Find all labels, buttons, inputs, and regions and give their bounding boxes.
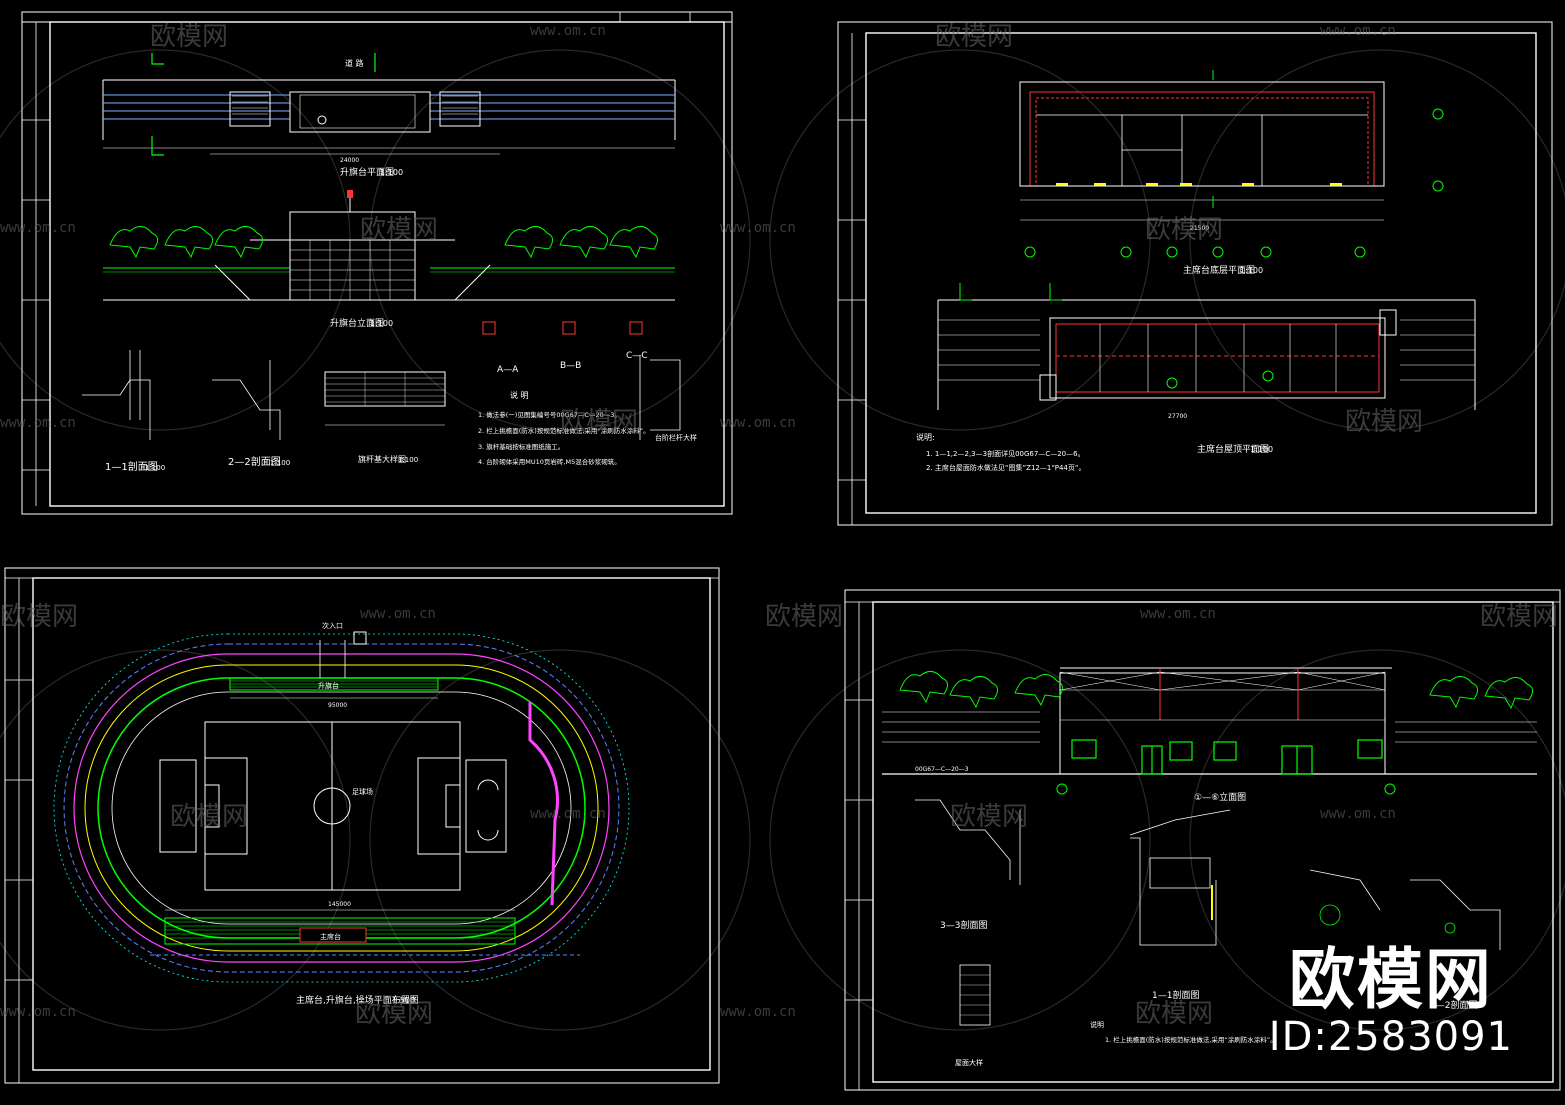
flag-sections: 1—1剖面图 1:100 2—2剖面图 1:100 台阶栏杆大样 xyxy=(82,350,697,473)
grandstand-elevation: 00G67—C—20—3 ①—⑥立面图 xyxy=(882,667,1537,803)
s4-base-title: 屋面大样 xyxy=(955,1058,983,1067)
notes-title: 说 明 xyxy=(510,390,529,400)
field-label: 足球场 xyxy=(352,787,373,796)
flag-notes: 说 明 1. 做法参(一)见图集编号号00G67—C—20—3。 2. 栏上挑檐… xyxy=(478,390,650,466)
dim-plan: 21500 xyxy=(1190,225,1209,232)
aa-label: A—A xyxy=(497,365,519,375)
wm-url: www.om.cn xyxy=(360,606,436,622)
roof-plan-scale: 1:100 xyxy=(1250,445,1273,454)
grandstand-sections xyxy=(915,799,1501,1026)
wm-brand: 欧模网 xyxy=(1145,215,1223,245)
flag-plan: 道 路 24000 升旗台平面图 1:100 xyxy=(102,53,676,178)
wm-url: www.om.cn xyxy=(530,806,606,822)
wm-brand: 欧模网 xyxy=(560,407,638,437)
plan-scale: 1:100 xyxy=(380,168,403,177)
dim-95000: 95000 xyxy=(328,702,347,709)
road-label: 道 路 xyxy=(345,58,364,68)
ground-plan-title: 主席台底层平面图 xyxy=(1183,264,1255,276)
s2-notes-title: 说明: xyxy=(916,432,935,442)
grandstand-notes: 说明: 1. 1—1,2—2,3—3剖面详见00G67—C—20—6。 2. 主… xyxy=(916,432,1085,472)
wm-url: www.om.cn xyxy=(530,23,606,39)
football-pitch xyxy=(159,721,507,891)
wm-brand: 欧模网 xyxy=(355,999,433,1029)
site-strips xyxy=(150,631,580,956)
wm-url: www.om.cn xyxy=(1140,606,1216,622)
stamp-id: ID:2583091 xyxy=(1268,1014,1513,1060)
flag-elevation: 升旗台立面图 1:100 xyxy=(103,190,675,329)
sec11-scale: 1:100 xyxy=(145,464,165,472)
s4-elev-title: ①—⑥立面图 xyxy=(1194,791,1246,803)
wm-brand: 欧模网 xyxy=(1480,602,1558,632)
wm-brand: 欧模网 xyxy=(950,802,1028,832)
wm-url: www.om.cn xyxy=(720,1004,796,1020)
flag-detail: 旗杆基大样图 1:100 A—A B—B C—C xyxy=(324,321,648,464)
site-scale: 1:500 xyxy=(392,996,415,1005)
wm-brand: 欧模网 xyxy=(935,22,1013,52)
cc-label: C—C xyxy=(626,351,648,361)
elev-scale: 1:100 xyxy=(370,319,393,328)
wm-brand: 欧模网 xyxy=(0,602,78,632)
wm-url: www.om.cn xyxy=(0,220,76,236)
wm-url: www.om.cn xyxy=(0,415,76,431)
note-1: 1. 做法参(一)见图集编号号00G67—C—20—3。 xyxy=(478,410,621,419)
dim-roof: 27700 xyxy=(1168,413,1187,420)
stair-title: 台阶栏杆大样 xyxy=(655,433,697,442)
wm-url: www.om.cn xyxy=(1320,806,1396,822)
flag-label: 升旗台 xyxy=(318,681,339,690)
s4-note-1: 1. 栏上挑檐面(防水)按规范标准做法,采用“涂刷防水涂料”。 xyxy=(1105,1035,1277,1044)
elev-title: 升旗台立面图 xyxy=(330,317,384,329)
note-3: 3. 旗杆基础按标准图纸施工。 xyxy=(478,442,564,451)
s4-sec33: 3—3剖面图 xyxy=(940,919,987,931)
sheet-grandstand-elevation: 00G67—C—20—3 ①—⑥立面图 3—3剖面图 1—1剖面图 2—2剖面图 xyxy=(844,589,1561,1091)
stamp-logo: 欧模网 xyxy=(1288,941,1493,1018)
wm-brand: 欧模网 xyxy=(170,802,248,832)
wm-brand: 欧模网 xyxy=(1135,999,1213,1029)
wm-brand: 欧模网 xyxy=(360,215,438,245)
ground-plan-scale: 1:100 xyxy=(1240,266,1263,275)
s2-note-1: 1. 1—1,2—2,3—3剖面详见00G67—C—20—6。 xyxy=(926,449,1085,458)
note-4: 4. 台阶砌体采用MU10页岩砖,M5混合砂浆砌筑。 xyxy=(478,457,621,466)
stand-label: 主席台 xyxy=(320,932,341,941)
watermarks: 欧模网 www.om.cn 欧模网 www.om.cn www.om.cn 欧模… xyxy=(0,22,1558,1029)
watermark-arcs xyxy=(0,49,1565,1031)
dim-145000: 145000 xyxy=(328,901,351,908)
wm-brand: 欧模网 xyxy=(150,22,228,52)
site-title: 主席台,升旗台,操场平面布置图 xyxy=(296,994,419,1006)
plan-title: 升旗台平面图 xyxy=(340,166,394,178)
wm-url: www.om.cn xyxy=(0,1004,76,1020)
sheet-grandstand-plans: 21500 主席台底层平面图 1:100 xyxy=(837,21,1553,526)
elev-ref: 00G67—C—20—3 xyxy=(915,766,969,773)
bb-label: B—B xyxy=(560,361,581,371)
wm-url: www.om.cn xyxy=(720,220,796,236)
sheet-flag-platform: 道 路 24000 升旗台平面图 1:100 xyxy=(21,11,733,515)
id-stamp: 欧模网 ID:2583091 xyxy=(1268,941,1513,1060)
sec11-title: 1—1剖面图 xyxy=(105,460,158,473)
roof-plan-title: 主席台屋顶平面图 xyxy=(1197,443,1269,455)
gate-label: 次入口 xyxy=(322,621,343,630)
grandstand-roof-plan: 27700 主席台屋顶平面图 1:100 xyxy=(937,283,1476,455)
dim-total: 24000 xyxy=(340,157,359,164)
wm-url: www.om.cn xyxy=(1320,23,1396,39)
sheet-site-layout: 足球场 次入口 升旗台 主席台 145000 95000 xyxy=(4,567,720,1084)
note-2: 2. 栏上挑檐面(防水)按规范标准做法,采用“涂刷防水涂料”。 xyxy=(478,426,650,435)
s4-sec22: 2—2剖面图 xyxy=(1430,999,1477,1011)
wm-brand: 欧模网 xyxy=(765,602,843,632)
sec22-scale: 1:100 xyxy=(270,459,290,467)
detail-scale: 1:100 xyxy=(398,456,418,464)
wm-url: www.om.cn xyxy=(720,415,796,431)
wm-brand: 欧模网 xyxy=(1345,407,1423,437)
s4-sec11: 1—1剖面图 xyxy=(1152,989,1199,1001)
detail-title: 旗杆基大样图 xyxy=(358,454,406,464)
s2-note-2: 2. 主席台屋面防水做法见“图集”Z12—1“P44页”。 xyxy=(926,463,1085,472)
grandstand-ground-plan: 21500 主席台底层平面图 1:100 xyxy=(1019,70,1444,276)
s4-notes-title: 说明 xyxy=(1090,1020,1104,1029)
sec22-title: 2—2剖面图 xyxy=(228,455,281,468)
